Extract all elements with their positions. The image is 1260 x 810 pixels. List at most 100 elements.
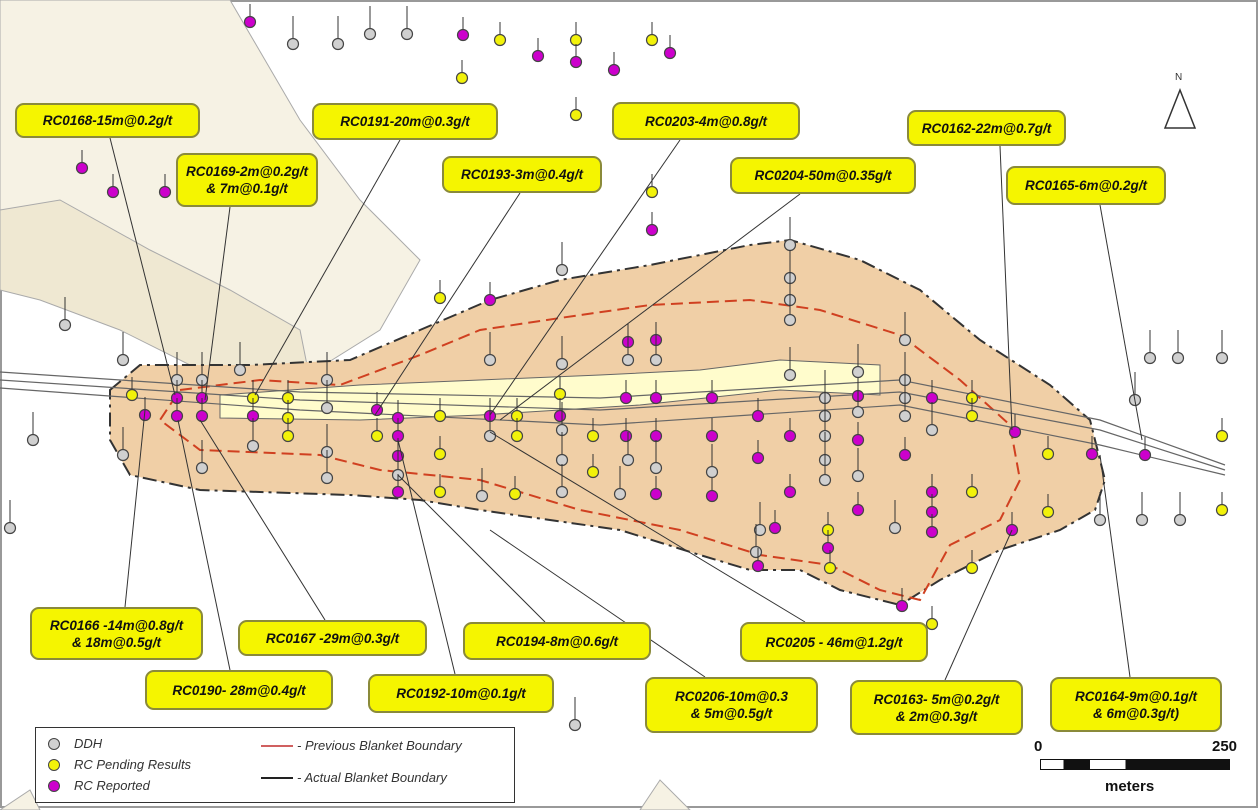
ddh-hole-marker xyxy=(555,485,569,499)
terrain-area xyxy=(0,789,41,810)
actual-boundary-legend-icon xyxy=(261,776,293,779)
callout-text: RC0203-4m@0.8g/t xyxy=(645,113,767,129)
ddh-hole-marker xyxy=(925,423,939,437)
rc-pending-hole-marker xyxy=(645,33,659,47)
ddh-hole-marker xyxy=(649,353,663,367)
callout-rc0190: RC0190- 28m@0.4g/t xyxy=(145,670,333,710)
rc-pending-hole-marker xyxy=(823,561,837,575)
rc-pending-hole-marker xyxy=(370,429,384,443)
callout-text: RC0169-2m@0.2g/t xyxy=(186,164,308,179)
ddh-hole-marker xyxy=(555,357,569,371)
callout-leader-rc0194 xyxy=(397,474,546,623)
rc-pending-hole-marker xyxy=(1041,505,1055,519)
callout-rc0163: RC0163- 5m@0.2g/t& 2m@0.3g/t xyxy=(850,680,1023,735)
rc-pending-hole-marker xyxy=(586,429,600,443)
rc-pending-hole-marker xyxy=(569,33,583,47)
rc-pending-hole-marker xyxy=(965,485,979,499)
rc-reported-hole-marker xyxy=(158,185,172,199)
legend-rc-reported: RC Reported xyxy=(74,778,150,793)
callout-rc0162: RC0162-22m@0.7g/t xyxy=(907,110,1066,146)
ddh-hole-marker xyxy=(898,333,912,347)
scale-bar-graphic xyxy=(1040,759,1230,770)
ddh-hole-marker xyxy=(851,365,865,379)
rc-reported-hole-marker xyxy=(483,293,497,307)
rc-reported-hole-marker xyxy=(243,15,257,29)
callout-leader-rc0191 xyxy=(254,139,401,396)
callout-rc0192: RC0192-10m@0.1g/t xyxy=(368,674,554,713)
callout-rc0205: RC0205 - 46m@1.2g/t xyxy=(740,622,928,662)
rc-pending-hole-marker xyxy=(1215,503,1229,517)
callout-rc0164: RC0164-9m@0.1g/t& 6m@0.3g/t) xyxy=(1050,677,1222,732)
rc-pending-legend-icon xyxy=(48,758,60,771)
ddh-hole-marker xyxy=(783,368,797,382)
callout-leader-rc0203 xyxy=(489,139,681,416)
rc-reported-hole-marker xyxy=(1138,448,1152,462)
callout-text: & 5m@0.5g/t xyxy=(690,706,773,721)
ddh-hole-marker xyxy=(851,405,865,419)
callout-leader-rc0190 xyxy=(177,419,231,671)
ddh-hole-marker xyxy=(475,489,489,503)
rc-reported-hole-marker xyxy=(649,391,663,405)
callout-rc0167: RC0167 -29m@0.3g/t xyxy=(238,620,427,656)
rc-reported-hole-marker xyxy=(663,46,677,60)
ore-core xyxy=(219,359,881,421)
rc-pending-hole-marker xyxy=(645,185,659,199)
callout-rc0165: RC0165-6m@0.2g/t xyxy=(1006,166,1166,205)
ddh-hole-marker xyxy=(705,465,719,479)
rc-reported-hole-marker xyxy=(751,451,765,465)
rc-pending-hole-marker xyxy=(1041,447,1055,461)
ddh-hole-marker xyxy=(363,27,377,41)
callout-rc0193: RC0193-3m@0.4g/t xyxy=(442,156,602,193)
callout-text: RC0168-15m@0.2g/t xyxy=(42,113,173,128)
rc-pending-hole-marker xyxy=(965,409,979,423)
callout-leader-rc0205 xyxy=(489,431,806,623)
callout-rc0206: RC0206-10m@0.3& 5m@0.5g/t xyxy=(645,677,818,733)
ddh-hole-marker xyxy=(753,523,767,537)
rc-reported-hole-marker xyxy=(705,489,719,503)
ddh-hole-marker xyxy=(555,453,569,467)
callout-text: RC0190- 28m@0.4g/t xyxy=(172,682,306,698)
rc-pending-hole-marker xyxy=(455,71,469,85)
ddh-hole-marker xyxy=(568,718,582,732)
rc-reported-hole-marker xyxy=(751,559,765,573)
callout-text: RC0165-6m@0.2g/t xyxy=(1025,178,1147,193)
ddh-hole-marker xyxy=(851,469,865,483)
callout-text: RC0163- 5m@0.2g/t xyxy=(873,691,1000,707)
ddh-hole-marker xyxy=(3,521,17,535)
callout-rc0194: RC0194-8m@0.6g/t xyxy=(463,622,651,660)
callout-text: RC0164-9m@0.1g/t xyxy=(1075,688,1197,704)
ddh-hole-marker xyxy=(621,353,635,367)
ddh-hole-marker xyxy=(195,461,209,475)
callout-text: & 2m@0.3g/t xyxy=(895,708,978,724)
legend-rc-pending: RC Pending Results xyxy=(74,757,192,772)
rc-reported-hole-marker xyxy=(925,391,939,405)
rc-reported-hole-marker xyxy=(768,521,782,535)
callout-leader-rc0164 xyxy=(1099,454,1131,678)
rc-reported-hole-marker xyxy=(925,525,939,539)
ddh-hole-marker xyxy=(749,545,763,559)
rc-pending-hole-marker xyxy=(433,291,447,305)
legend-previous-boundary: - Previous Blanket Boundary xyxy=(297,738,462,753)
ddh-hole-marker xyxy=(320,401,334,415)
rc-reported-hole-marker xyxy=(607,63,621,77)
rc-pending-hole-marker xyxy=(510,429,524,443)
callout-leader-rc0167 xyxy=(199,419,326,621)
north-arrow-label: N xyxy=(1175,72,1182,83)
ddh-hole-marker xyxy=(26,433,40,447)
callout-leader-rc0169 xyxy=(204,206,231,401)
ddh-hole-marker xyxy=(649,461,663,475)
ddh-hole-marker xyxy=(783,313,797,327)
rc-reported-hole-marker xyxy=(705,391,719,405)
rc-reported-hole-marker xyxy=(170,409,184,423)
rc-pending-hole-marker xyxy=(125,388,139,402)
callout-leader-rc0166 xyxy=(124,409,146,608)
rc-reported-hole-marker xyxy=(391,485,405,499)
rc-reported-hole-marker xyxy=(195,409,209,423)
previous-blanket-boundary xyxy=(158,298,1022,602)
rc-pending-hole-marker xyxy=(925,617,939,631)
rc-reported-hole-marker xyxy=(138,408,152,422)
ddh-hole-marker xyxy=(116,353,130,367)
rc-reported-hole-marker xyxy=(75,161,89,175)
ddh-hole-marker xyxy=(233,363,247,377)
